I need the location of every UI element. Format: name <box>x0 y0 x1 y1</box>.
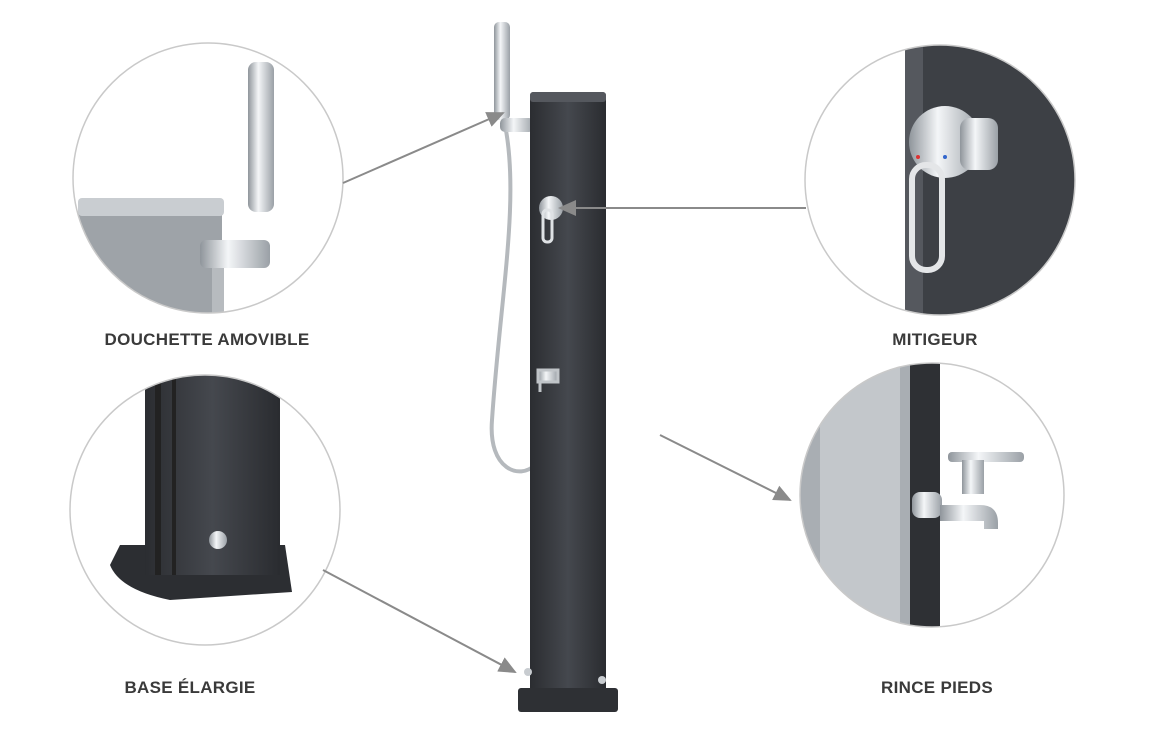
foot-tap <box>536 368 560 392</box>
arrows <box>322 112 806 673</box>
label-base-elargie: BASE ÉLARGIE <box>124 678 256 697</box>
hand-shower <box>494 22 510 120</box>
label-douchette-amovible: DOUCHETTE AMOVIBLE <box>104 330 310 349</box>
arrow-base <box>322 569 517 673</box>
label-mitigeur: MITIGEUR <box>892 330 978 349</box>
shower-column <box>489 22 618 712</box>
column-base <box>518 688 618 712</box>
detail-mitigeur <box>804 44 1076 316</box>
arrow-douchette <box>342 112 505 184</box>
label-rince-pieds: RINCE PIEDS <box>881 678 993 697</box>
mixer-valve <box>539 196 563 220</box>
shower-holder <box>500 118 534 132</box>
shower-hose <box>489 124 537 474</box>
detail-douchette <box>72 42 344 314</box>
detail-rince-pieds <box>799 362 1065 628</box>
arrow-rince-pieds <box>659 434 792 501</box>
detail-base <box>69 374 341 646</box>
